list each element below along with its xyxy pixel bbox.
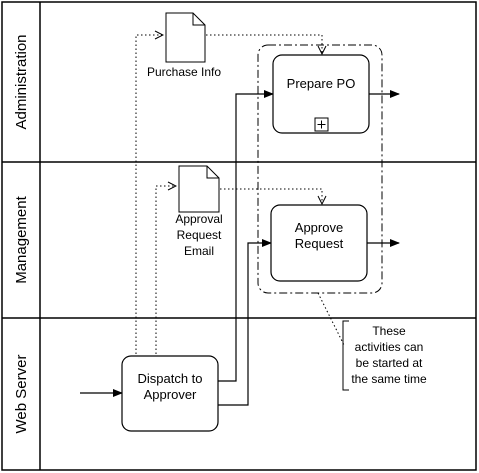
approval-email-label-line3: Email <box>184 244 214 258</box>
task-prepare-po-label: Prepare PO <box>287 76 356 91</box>
data-object-purchase-info[interactable]: Purchase Info <box>147 12 221 79</box>
lane-label-web-server: Web Server <box>13 355 30 434</box>
parallel-group <box>257 44 383 294</box>
annotation-bracket <box>342 320 349 391</box>
association-approval-email <box>155 186 176 358</box>
association-purchase-info-to-prepare <box>206 34 322 54</box>
association-purchase-info <box>135 35 163 358</box>
annotation-line4: the same time <box>351 372 427 386</box>
data-object-approval-request-email[interactable]: Approval Request Email <box>175 165 223 258</box>
task-dispatch-label-line2: Approver <box>144 387 197 402</box>
task-approve-label-line2: Request <box>295 236 344 251</box>
purchase-info-label: Purchase Info <box>147 65 221 79</box>
lane-label-administration: Administration <box>13 34 30 129</box>
flow-dispatch-to-prepare-po <box>218 90 274 382</box>
approval-email-label-line2: Request <box>177 228 222 242</box>
task-dispatch-label-line1: Dispatch to <box>137 371 202 386</box>
association-approval-email-to-approve <box>220 188 322 204</box>
annotation-line1: These <box>372 324 406 338</box>
task-approve-label-line1: Approve <box>295 220 343 235</box>
lane-label-management: Management <box>13 195 30 283</box>
task-approve-request[interactable]: Approve Request <box>270 204 368 282</box>
annotation-association <box>317 292 345 346</box>
annotation-line3: be started at <box>356 356 423 370</box>
task-prepare-po[interactable]: Prepare PO <box>272 54 370 134</box>
subprocess-plus-icon <box>314 117 329 132</box>
task-dispatch-to-approver[interactable]: Dispatch to Approver <box>121 355 219 432</box>
flow-dispatch-to-approve-request <box>218 239 272 406</box>
document-icon <box>178 165 220 213</box>
document-icon <box>165 12 206 63</box>
annotation-line2: activities can <box>355 340 424 354</box>
approval-email-label-line1: Approval <box>175 212 222 226</box>
text-annotation: These activities can be started at the s… <box>351 324 427 386</box>
